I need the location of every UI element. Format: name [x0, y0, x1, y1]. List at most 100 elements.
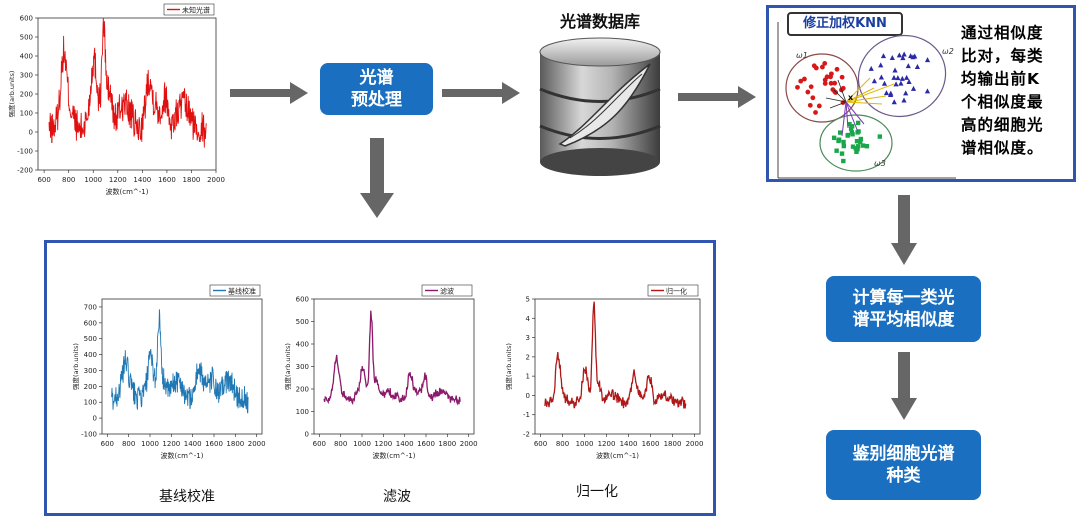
- class-label: ω1: [796, 51, 808, 60]
- x-tick-label: 1000: [576, 440, 594, 448]
- series-line: [48, 17, 207, 148]
- knn-scatter: x ω1 ω2 ω3: [777, 22, 956, 179]
- database: 光谱数据库: [530, 8, 670, 178]
- x-tick-label: 1400: [133, 176, 151, 184]
- knn-description: 通过相似度 比对，每类 均输出前K 个相似度最 高的细胞光 谱相似度。: [961, 24, 1044, 157]
- class-3-point: [839, 151, 845, 156]
- legend: 基线校准: [209, 284, 261, 297]
- x-tick-label: 1800: [664, 440, 682, 448]
- y-tick-label: -100: [81, 431, 97, 439]
- x-axis-label: 波数(cm^-1): [596, 451, 639, 460]
- x-tick-label: 1600: [642, 440, 660, 448]
- x-tick-label: 1200: [162, 440, 180, 448]
- y-tick-label: -2: [523, 431, 530, 439]
- x-tick-label: 1200: [598, 440, 616, 448]
- y-tick-label: 4: [526, 315, 531, 323]
- y-tick-label: 5: [526, 296, 530, 304]
- class-2-point: [896, 52, 902, 58]
- neighbor-link: [845, 101, 859, 133]
- y-tick-label: 3: [526, 334, 530, 342]
- legend-label: 基线校准: [228, 287, 256, 296]
- class-label: ω2: [942, 47, 954, 56]
- x-tick-label: 1800: [438, 440, 456, 448]
- class-1-point: [828, 74, 833, 80]
- compute-similarity-box: 计算每一类光 谱平均相似度: [826, 276, 981, 342]
- x-tick-label: 2000: [248, 440, 266, 448]
- class-1-point: [830, 87, 836, 92]
- legend: 归一化: [647, 284, 699, 297]
- y-tick-label: 400: [20, 53, 33, 61]
- neighbor-link: [845, 101, 883, 105]
- x-tick-label: 2000: [686, 440, 704, 448]
- class-3-point: [855, 120, 861, 126]
- class-3-point: [841, 139, 846, 145]
- class-3-point: [854, 149, 859, 155]
- class-1-point: [834, 66, 840, 72]
- y-tick-label: 400: [296, 341, 309, 349]
- class-3-point: [850, 132, 855, 137]
- y-tick-label: 0: [305, 431, 309, 439]
- class-1-point: [822, 81, 828, 86]
- class-1-point: [819, 64, 825, 70]
- class-1-point: [798, 78, 804, 84]
- class-1-point: [811, 63, 817, 69]
- x-tick-label: 1000: [353, 440, 371, 448]
- class-1-point: [807, 102, 813, 108]
- class-3-point: [841, 158, 846, 164]
- y-tick-label: 500: [84, 335, 97, 343]
- y-tick-label: 100: [84, 399, 97, 407]
- class-2-point: [888, 90, 894, 96]
- preprocess-box: 光谱 预处理: [320, 63, 433, 115]
- x-tick-label: 600: [37, 176, 50, 184]
- neighbor-link: [841, 101, 847, 137]
- class-3-point: [860, 143, 866, 148]
- class-2-point: [906, 78, 912, 84]
- neighbor-link: [845, 95, 887, 103]
- class-1-point: [802, 76, 807, 82]
- neighbor-link: [845, 101, 865, 125]
- class-2-point: [903, 90, 909, 96]
- neighbor-link: [845, 101, 849, 129]
- y-tick-label: 300: [296, 363, 309, 371]
- x-tick-label: 1000: [84, 176, 102, 184]
- x-tick-label: 600: [534, 440, 547, 448]
- class-2-point: [905, 63, 911, 69]
- y-tick-label: -100: [17, 148, 33, 156]
- identify-species-box: 鉴别细胞光谱 种类: [826, 430, 981, 500]
- class-3-point: [853, 146, 858, 151]
- class-2-point: [878, 62, 884, 68]
- class-3-point: [847, 121, 852, 127]
- y-tick-label: 600: [84, 319, 97, 327]
- class-label: ω3: [874, 159, 886, 168]
- class-3-point: [848, 126, 854, 131]
- class-2-point: [889, 54, 895, 60]
- class-2-point: [868, 65, 874, 71]
- arrow-right-2: [442, 82, 520, 104]
- y-axis-label: 强度(arb.units): [7, 71, 16, 118]
- y-tick-label: 200: [296, 386, 309, 394]
- class-2-point: [912, 53, 918, 59]
- neighbor-link: [845, 77, 871, 103]
- class-1-point: [810, 95, 816, 101]
- class-3-point: [856, 144, 861, 149]
- class-2-point: [878, 74, 885, 80]
- identify-label: 鉴别细胞光谱 种类: [852, 444, 955, 486]
- x-tick-label: 800: [334, 440, 347, 448]
- y-tick-label: 1: [526, 373, 530, 381]
- class-2-point: [910, 85, 917, 91]
- class-3-point: [831, 135, 837, 141]
- class-3-point: [850, 144, 856, 149]
- class-2-point: [914, 63, 921, 69]
- arrow-down-2: [891, 195, 917, 265]
- database-cylinder-icon: [539, 37, 661, 176]
- y-tick-label: -200: [17, 167, 33, 175]
- query-label: x: [848, 93, 854, 102]
- arrow-down-3: [891, 352, 917, 420]
- y-axis-label: 强度(arb.units): [283, 343, 292, 390]
- y-tick-label: 0: [526, 392, 530, 400]
- class-1-point: [828, 80, 834, 86]
- class-2-point: [899, 75, 905, 81]
